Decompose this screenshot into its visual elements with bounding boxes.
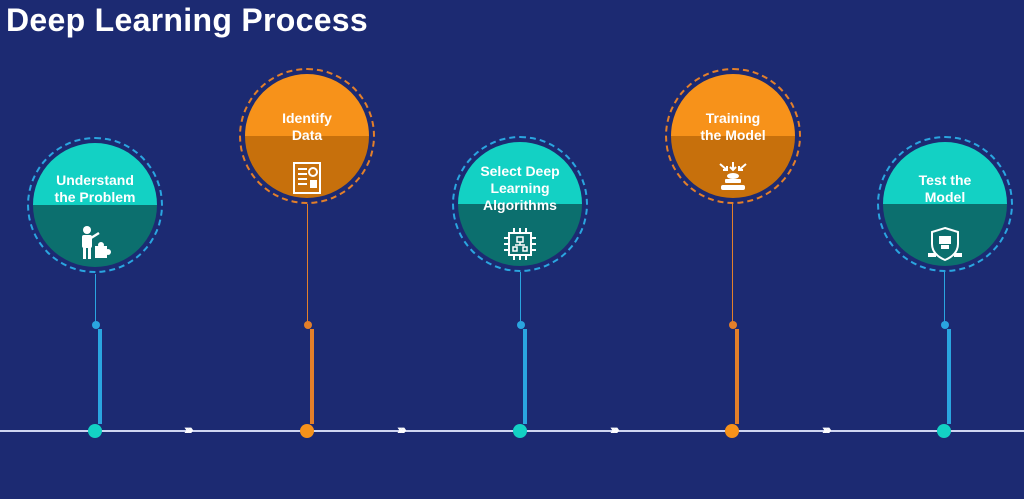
step-circle bbox=[458, 142, 582, 266]
step-label: Understand the Problem bbox=[33, 172, 157, 206]
step-ring bbox=[239, 68, 375, 204]
step-circle bbox=[245, 74, 369, 198]
step-label: Select Deep Learning Algorithms bbox=[458, 163, 582, 214]
timeline-node bbox=[300, 424, 314, 438]
step-label-line: Understand bbox=[56, 172, 134, 188]
step-label-line: Identify bbox=[282, 110, 332, 126]
connector-arrows-1: ›››› bbox=[184, 421, 194, 437]
step-ring bbox=[27, 137, 163, 273]
step-ring bbox=[877, 136, 1013, 272]
data-document-icon bbox=[293, 162, 321, 199]
step-label-line: Select Deep bbox=[480, 163, 560, 179]
connector-arrows-2: ›››› bbox=[397, 421, 407, 437]
training-funnel-icon bbox=[716, 162, 750, 199]
step-label-line: Training bbox=[705, 110, 761, 126]
step-label-line: Learning bbox=[490, 180, 550, 196]
step-circle bbox=[883, 142, 1007, 266]
test-badge-icon bbox=[928, 226, 962, 267]
step-label-line: Test the bbox=[918, 172, 972, 188]
timeline-node bbox=[88, 424, 102, 438]
timeline-node bbox=[513, 424, 527, 438]
step-label-line: Model bbox=[924, 189, 966, 205]
timeline-axis bbox=[0, 430, 1024, 432]
step-label: Identify Data bbox=[245, 110, 369, 144]
connector-arrows-4: ›››› bbox=[822, 421, 832, 437]
step-ring bbox=[452, 136, 588, 272]
page-title: Deep Learning Process bbox=[6, 2, 368, 38]
step-label-line: Algorithms bbox=[483, 197, 557, 213]
step-label: Training the Model bbox=[671, 110, 795, 144]
timeline-node bbox=[725, 424, 739, 438]
step-ring bbox=[665, 68, 801, 204]
presenter-puzzle-icon bbox=[79, 226, 111, 267]
step-label-line: the Problem bbox=[54, 189, 136, 205]
connector-arrows-3: ›››› bbox=[610, 421, 620, 437]
step-label-line: Data bbox=[291, 127, 323, 143]
step-label-line: the Model bbox=[700, 127, 766, 143]
step-label: Test the Model bbox=[883, 172, 1007, 206]
circuit-chip-icon bbox=[504, 228, 536, 265]
timeline-node bbox=[937, 424, 951, 438]
